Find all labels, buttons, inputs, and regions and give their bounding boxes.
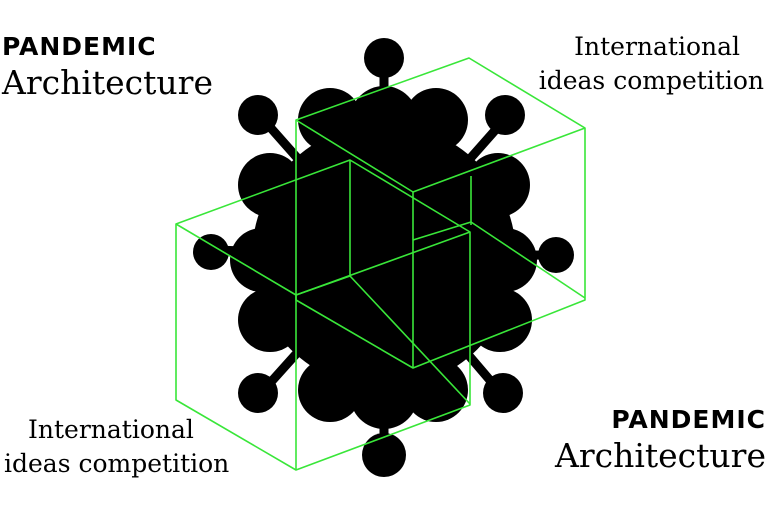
pandemic-logo-top-left: PANDEMIC <box>2 32 157 61</box>
caption-bottom-left-line1: International <box>28 415 194 444</box>
wireframe-cube-icon <box>175 57 586 471</box>
caption-bottom-left-line2: ideas competition <box>4 449 230 478</box>
pandemic-logo-bottom-right: PANDEMIC <box>611 405 766 434</box>
caption-top-right-line1: International <box>574 32 740 61</box>
caption-top-right-line2: ideas competition <box>538 66 764 95</box>
virus-icon <box>193 38 574 477</box>
architecture-subtitle-top-left: Architecture <box>2 63 213 102</box>
architecture-subtitle-bottom-right: Architecture <box>555 436 766 475</box>
